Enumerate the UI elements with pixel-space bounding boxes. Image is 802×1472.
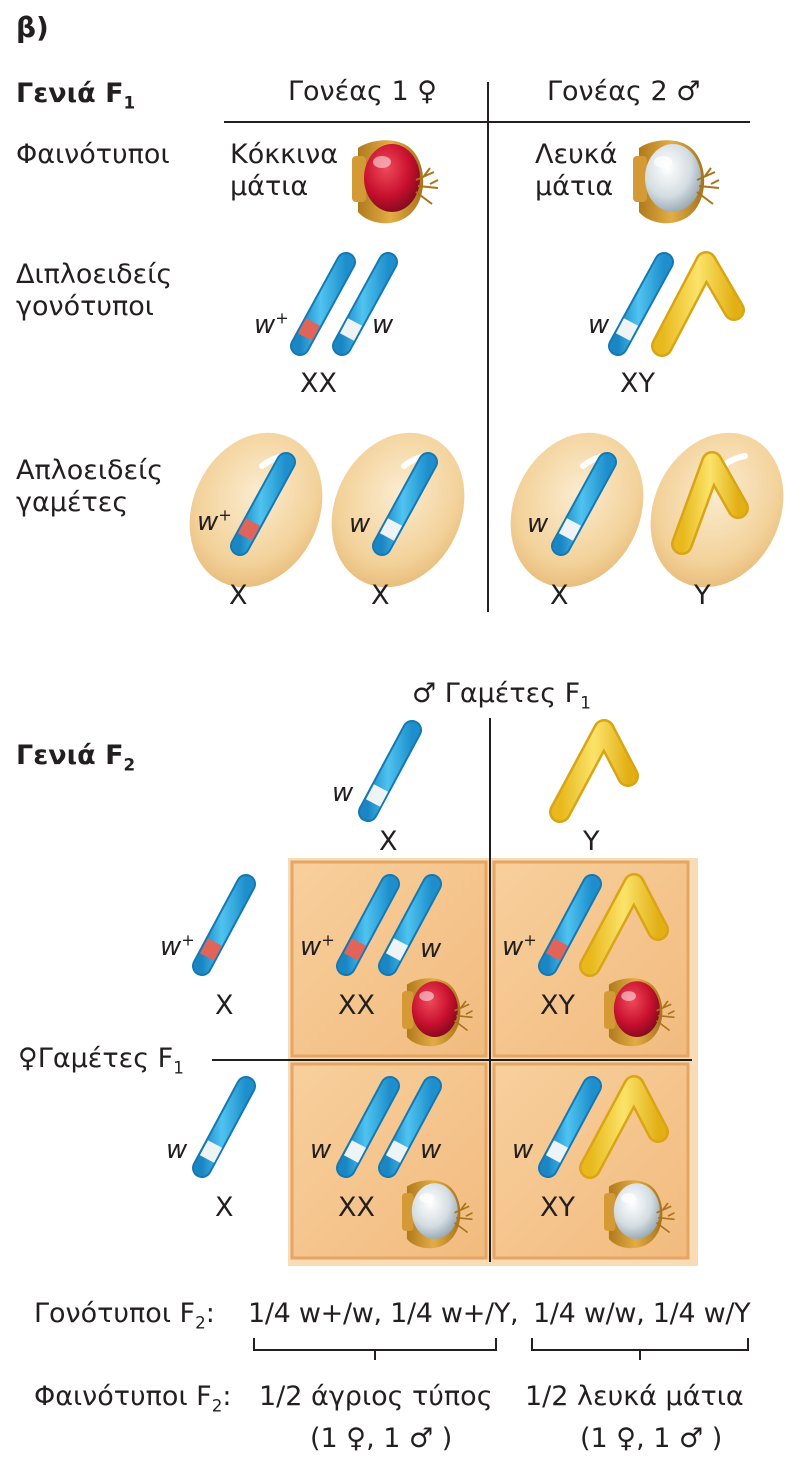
parent2-chromosome-y (651, 251, 745, 357)
genotype-bracket-right (531, 1338, 749, 1360)
f2-title: Γενιά F2 (16, 740, 136, 775)
cell-2-allele-wplus: w+ (502, 930, 537, 962)
summary-phenotypes-label: Φαινότυποι F2: (34, 1381, 232, 1416)
allele-w-p2: w (588, 310, 610, 340)
parent1-phenotype-line1: Κόκκινα (230, 139, 339, 170)
row-label-haploid-1: Απλοειδείς (16, 455, 164, 486)
summary-phenotypes-left: 1/2 άγριος τύπος (259, 1381, 493, 1412)
cell-4-genotype: XY (540, 1192, 575, 1223)
cell-3-genotype: XX (338, 1192, 375, 1223)
gamete2-label: X (371, 580, 390, 611)
cell-2-genotype: XY (540, 990, 575, 1021)
parent2-genotype: XY (620, 368, 655, 399)
row-label-x-2: X (215, 1192, 234, 1223)
cell-4-chromosomes (538, 1075, 669, 1179)
row-label-x-1: X (215, 990, 234, 1021)
gamete-cell-1 (189, 432, 323, 588)
row-label-diploid-1: Διπλοειδείς (16, 259, 173, 290)
summary-genotypes-right: 1/4 w/w, 1/4 w/Y (533, 1298, 751, 1329)
red-eye-fly-head-icon (352, 140, 439, 224)
row-label-phenotypes: Φαινότυποι (16, 139, 170, 170)
male-gamete-x-allele: w (332, 778, 354, 808)
cell-3-chromosomes (336, 1076, 442, 1178)
summary-phenotypes-left-counts: (1 ♀, 1 ♂ ) (310, 1423, 453, 1454)
row-label-haploid-2: γαμέτες (16, 487, 129, 518)
male-gametes-label: ♂ Γαμέτες F1 (412, 678, 591, 713)
genotype-bracket-left (253, 1338, 497, 1360)
summary-phenotypes-right: 1/2 λευκά μάτια (525, 1381, 744, 1412)
cell-3-allele-w-1: w (310, 1135, 332, 1165)
allele-wplus-p1: w+ (254, 308, 289, 340)
cell-3-allele-w-2: w (420, 1135, 442, 1165)
female-gamete-wplus-allele: w+ (160, 930, 195, 962)
cell-1-allele-w: w (420, 934, 442, 964)
parent1-chromosome-x-wplus (290, 252, 356, 356)
male-gamete-y (549, 719, 639, 823)
cell-2-red-eye-fly-icon (604, 978, 675, 1047)
parent2-phenotype-line1: Λευκά (535, 139, 618, 170)
parent1-label: Γονέας 1 ♀ (288, 76, 438, 107)
panel-label: β) (16, 11, 49, 44)
white-eye-fly-head-icon (633, 140, 720, 224)
summary-genotypes-label: Γονότυποι F2: (34, 1298, 215, 1333)
female-gamete-x-w (192, 1076, 256, 1178)
female-gamete-x-wplus (192, 874, 256, 976)
summary-genotypes-left: 1/4 w+/w, 1/4 w+/Y, (248, 1298, 519, 1329)
gamete2-allele: w (349, 509, 371, 539)
parent2-phenotype-line2: μάτια (535, 171, 614, 202)
gamete4-label: Y (694, 580, 711, 611)
f1-title: Γενιά F1 (16, 78, 136, 113)
female-gametes-label: ♀Γαμέτες F1 (18, 1043, 184, 1078)
summary-phenotypes-right-counts: (1 ♀, 1 ♂ ) (580, 1423, 723, 1454)
parent1-chromosome-x-w (332, 252, 398, 356)
cell-4-white-eye-fly-icon (604, 1180, 675, 1249)
parent1-genotype: XX (300, 368, 337, 399)
cell-3-white-eye-fly-icon (402, 1180, 473, 1249)
cell-2-chromosomes (538, 873, 669, 977)
row-label-diploid-2: γονότυποι (16, 291, 154, 322)
cell-1-genotype: XX (338, 990, 375, 1021)
cell-1-chromosomes (336, 874, 442, 976)
female-gamete-w-allele: w (166, 1135, 188, 1165)
male-gamete-x-w (358, 720, 422, 822)
gamete-cell-3 (510, 432, 644, 588)
parent2-chromosome-x-w (608, 252, 674, 356)
col-label-y: Y (583, 826, 600, 857)
cell-1-allele-wplus: w+ (300, 930, 335, 962)
gamete1-label: X (229, 580, 248, 611)
parent2-label: Γονέας 2 ♂ (547, 76, 701, 107)
cell-4-allele-w: w (512, 1135, 534, 1165)
allele-w-p1: w (372, 310, 394, 340)
gamete-cell-2 (331, 432, 465, 588)
gamete1-allele: w+ (197, 505, 232, 537)
gamete-cell-4 (650, 432, 784, 588)
col-label-x: X (379, 826, 398, 857)
gamete3-allele: w (527, 509, 549, 539)
cell-1-red-eye-fly-icon (402, 978, 473, 1047)
parent1-phenotype-line2: μάτια (230, 171, 309, 202)
gamete3-label: X (550, 580, 569, 611)
